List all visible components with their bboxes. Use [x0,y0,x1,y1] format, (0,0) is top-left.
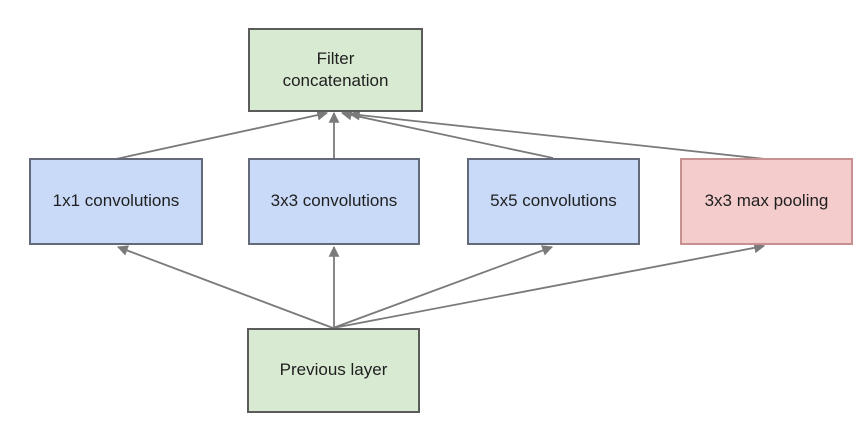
node-label: Filter concatenation [282,48,389,90]
edge-previous-to-conv5x5 [332,245,554,329]
edge-previous-to-maxpool [332,242,766,329]
edge-maxpool-to-filter-concat [348,109,766,160]
edge-conv5x5-to-filter-concat [340,109,554,159]
node-label: 3x3 max pooling [704,191,829,211]
node-5x5-convolutions: 5x5 convolutions [467,158,640,245]
node-label: 1x1 convolutions [52,191,180,211]
node-label: 5x5 convolutions [490,191,617,211]
node-label: Previous layer [279,360,388,380]
node-label: 3x3 convolutions [270,191,398,211]
node-3x3-max-pooling: 3x3 max pooling [680,158,853,245]
node-previous-layer: Previous layer [247,328,420,413]
edge-conv1x1-to-filter-concat [115,109,329,160]
edge-previous-to-conv1x1 [116,245,334,329]
node-filter-concatenation: Filter concatenation [248,28,423,112]
node-3x3-convolutions: 3x3 convolutions [248,158,420,245]
node-1x1-convolutions: 1x1 convolutions [29,158,203,245]
